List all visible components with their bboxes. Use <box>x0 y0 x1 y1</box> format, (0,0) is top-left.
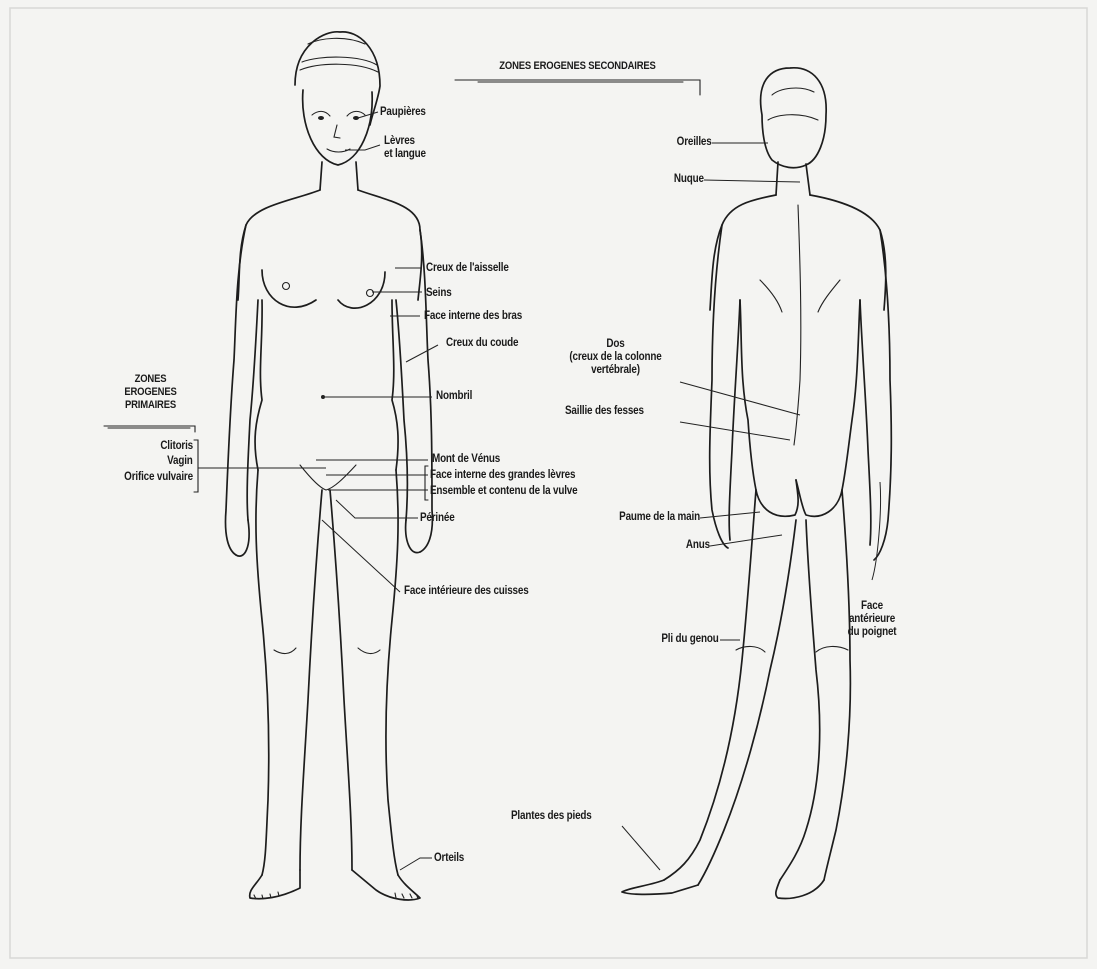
primary-bracket-right <box>425 466 428 500</box>
label-paupieres: Paupières <box>380 106 426 119</box>
label-orifice: Orifice vulvaire <box>124 471 193 484</box>
label-bras: Face interne des bras <box>424 310 522 323</box>
primary-title-line-3: PRIMAIRES <box>114 399 187 412</box>
label-vulve: Ensemble et contenu de la vulve <box>430 485 577 498</box>
label-coude: Creux du coude <box>446 337 518 350</box>
label-poignet-line-3: du poignet <box>844 626 899 639</box>
label-pieds: Plantes des pieds <box>511 810 592 823</box>
label-levres-line-2: et langue <box>384 148 426 161</box>
label-genou: Pli du genou <box>662 633 719 646</box>
label-anus: Anus <box>686 539 710 552</box>
label-cuisses: Face intérieure des cuisses <box>404 585 529 598</box>
secondary-zones-title: ZONES EROGENES SECONDAIRES <box>472 60 683 73</box>
primary-zones-title: ZONES EROGENES PRIMAIRES <box>114 373 187 412</box>
front-figure <box>225 32 432 900</box>
label-dos: Dos (creux de la colonne vertébrale) <box>557 338 673 377</box>
label-dos-line-1: Dos <box>557 338 673 351</box>
label-dos-line-3: vertébrale) <box>557 364 673 377</box>
label-grandes-levres: Face interne des grandes lèvres <box>430 469 575 482</box>
label-nuque: Nuque <box>674 173 704 186</box>
label-vagin: Vagin <box>167 455 193 468</box>
label-levres-line-1: Lèvres <box>384 135 426 148</box>
primary-bracket-left <box>194 440 198 492</box>
label-oreilles: Oreilles <box>677 136 712 149</box>
primary-title-line-2: EROGENES <box>114 386 187 399</box>
label-dos-line-2: (creux de la colonne <box>557 351 673 364</box>
primary-title-line-1: ZONES <box>114 373 187 386</box>
label-perinee: Périnée <box>420 512 455 525</box>
label-clitoris: Clitoris <box>160 440 193 453</box>
label-poignet-line-2: antérieure <box>844 613 899 626</box>
label-orteils: Orteils <box>434 852 464 865</box>
label-levres: Lèvres et langue <box>384 135 426 161</box>
label-fesses: Saillie des fesses <box>565 405 644 418</box>
label-paume: Paume de la main <box>619 511 700 524</box>
label-seins: Seins <box>426 287 452 300</box>
back-figure <box>622 68 891 899</box>
label-poignet: Face antérieure du poignet <box>844 600 899 639</box>
label-nombril: Nombril <box>436 390 472 403</box>
label-aisselle: Creux de l'aisselle <box>426 262 509 275</box>
label-mont: Mont de Vénus <box>432 453 500 466</box>
label-poignet-line-1: Face <box>844 600 899 613</box>
primary-title-underline <box>104 426 195 432</box>
